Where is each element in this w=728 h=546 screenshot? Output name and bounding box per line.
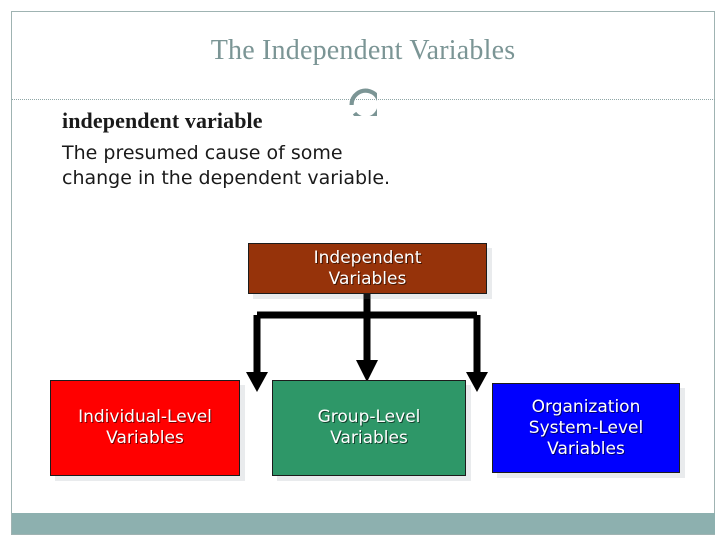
node-organization-label-line2: System-Level [528,417,644,438]
page-title: The Independent Variables [210,35,516,66]
slide-footer-bar [12,513,715,534]
diagram-node-individual-level[interactable]: Individual-Level Variables [50,380,240,476]
node-individual-label-line2: Variables [106,428,184,448]
node-root-label-line1: Independent [313,247,422,268]
diagram-node-root[interactable]: Independent Variables [248,243,487,294]
node-group-label-line1: Group-Level [317,407,421,427]
title-divider [12,99,715,100]
node-organization-label-line3: Variables [547,438,625,459]
node-individual-label-line1: Individual-Level [78,407,212,427]
term-heading: independent variable [62,108,263,133]
diagram-node-organization-system-level[interactable]: Organization System-Level Variables [492,383,680,473]
node-root-label-line2: Variables [328,268,407,289]
node-organization-label-line1: Organization [531,396,641,417]
term-definition: The presumed cause of some change in the… [62,142,391,189]
diagram-node-group-level[interactable]: Group-Level Variables [272,380,466,476]
node-group-label-line2: Variables [330,428,408,448]
